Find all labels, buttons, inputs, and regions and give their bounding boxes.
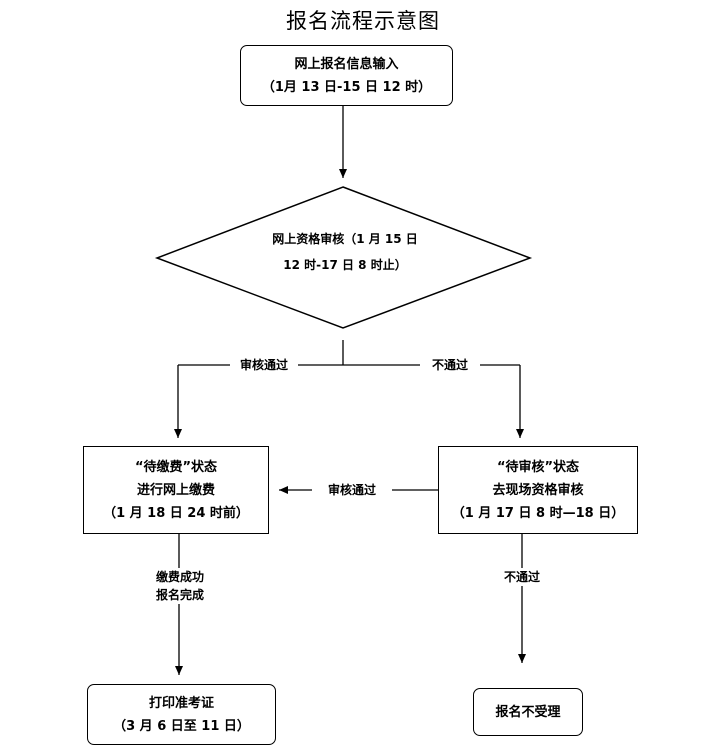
node-pending-review-line3: （1 月 17 日 8 时—18 日） [451, 505, 625, 521]
node-pending-payment-line1: “待缴费”状态 [134, 459, 218, 475]
node-print-ticket-line1: 打印准考证 [148, 695, 214, 711]
review-diamond [154, 186, 533, 329]
node-pending-review-line2: 去现场资格审核 [492, 482, 584, 498]
diagram-title: 报名流程示意图 [286, 9, 440, 33]
node-rejected: 报名不受理 [473, 688, 583, 736]
node-online-input-line1: 网上报名信息输入 [294, 56, 399, 72]
edge-label-onsite-fail: 不通过 [492, 568, 552, 586]
edge-label-payment-done: 缴费成功 报名完成 [140, 568, 220, 604]
node-online-input: 网上报名信息输入 （1月 13 日-15 日 12 时） [240, 45, 453, 106]
node-pending-review-line1: “待审核”状态 [496, 459, 580, 475]
node-print-ticket-line2: （3 月 6 日至 11 日） [113, 718, 250, 734]
edge-label-payment-done-line2: 报名完成 [155, 588, 204, 602]
edge-label-onsite-pass: 审核通过 [312, 481, 392, 499]
node-rejected-line1: 报名不受理 [495, 704, 561, 720]
node-online-review-line2: 12 时-17 日 8 时止） [283, 258, 407, 272]
edge-label-payment-done-line1: 缴费成功 [155, 570, 204, 584]
node-print-ticket: 打印准考证 （3 月 6 日至 11 日） [87, 684, 276, 745]
node-pending-payment: “待缴费”状态 进行网上缴费 （1 月 18 日 24 时前） [83, 446, 269, 534]
node-pending-payment-line2: 进行网上缴费 [136, 482, 215, 498]
edge-label-review-fail: 不通过 [420, 356, 480, 374]
node-pending-review: “待审核”状态 去现场资格审核 （1 月 17 日 8 时—18 日） [438, 446, 638, 534]
edge-label-review-pass: 审核通过 [230, 356, 298, 374]
node-online-input-line2: （1月 13 日-15 日 12 时） [261, 79, 432, 95]
node-online-review-text: 网上资格审核（1 月 15 日 12 时-17 日 8 时止） [230, 226, 460, 278]
node-online-review-line1: 网上资格审核（1 月 15 日 [272, 232, 418, 246]
node-pending-payment-line3: （1 月 18 日 24 时前） [103, 505, 249, 521]
